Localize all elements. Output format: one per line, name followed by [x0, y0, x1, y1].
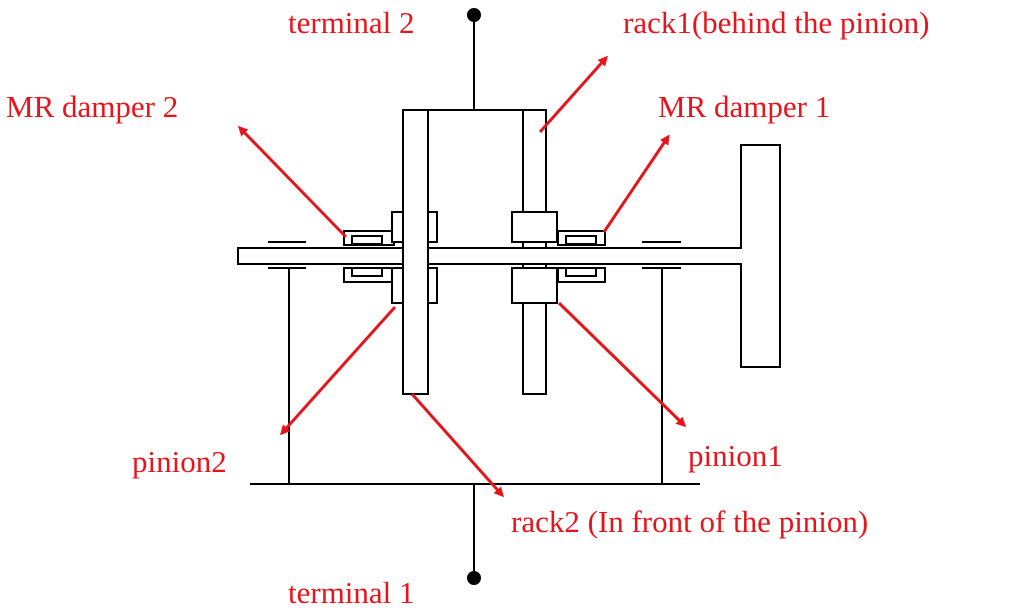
mr-damper-2-body [343, 230, 395, 283]
label-rack1: rack1(behind the pinion) [623, 5, 929, 40]
shaft [237, 144, 781, 368]
label-mr-damper-2: MR damper 2 [6, 89, 178, 124]
rack2 [402, 109, 429, 395]
terminal-2-assembly [467, 8, 481, 110]
arrow-mr-damper-2 [237, 125, 348, 239]
arrow-pinion1 [557, 301, 687, 428]
label-mr-damper-1: MR damper 1 [658, 89, 830, 124]
label-terminal-2: terminal 2 [288, 5, 415, 40]
label-pinion1: pinion1 [688, 438, 783, 473]
terminal-1-node [467, 571, 481, 585]
arrow-rack2 [410, 393, 504, 498]
terminal-1-assembly [467, 484, 481, 585]
bearings [268, 241, 681, 269]
arrow-rack1 [538, 55, 608, 133]
label-rack2: rack2 (In front of the pinion) [511, 504, 868, 539]
label-pinion2: pinion2 [132, 444, 227, 479]
pinion1-body [511, 211, 558, 304]
base-frame [250, 268, 700, 485]
arrow-pinion2 [279, 305, 397, 436]
annotation-arrows [237, 55, 687, 498]
arrow-mr-damper-1 [602, 134, 670, 233]
mr-damper-1-body [557, 230, 606, 283]
label-terminal-1: terminal 1 [288, 575, 415, 610]
